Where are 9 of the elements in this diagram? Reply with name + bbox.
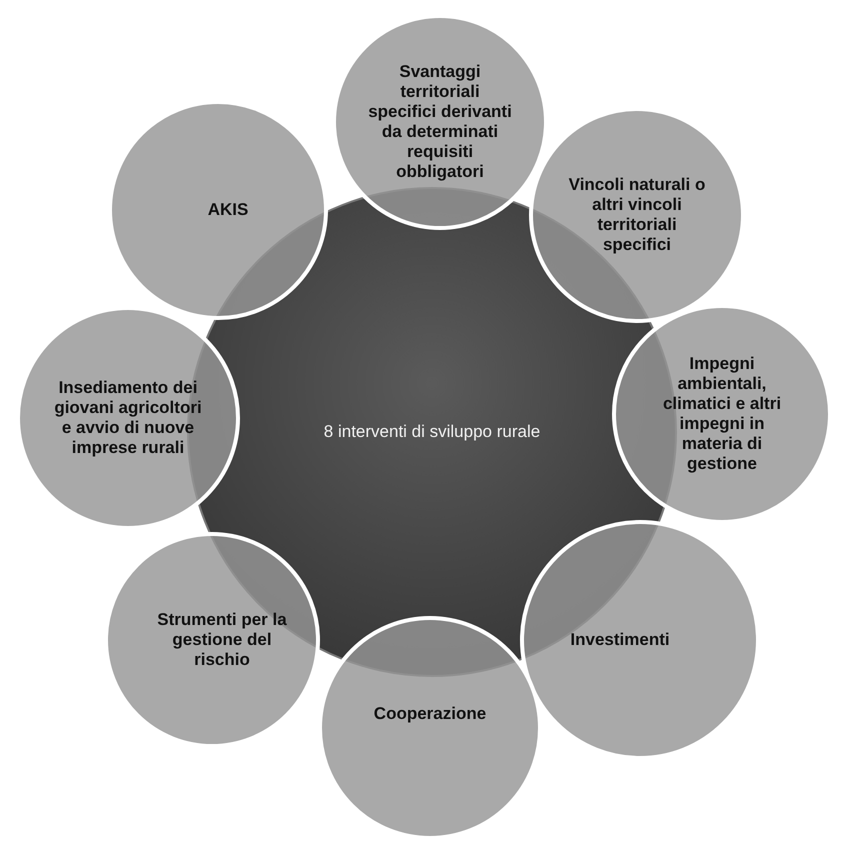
circle-label: Investimenti <box>570 630 670 650</box>
circle-label: Vincoli naturali o altri vincoli territoriali specifici <box>568 175 706 255</box>
circle-label: 8 interventi di sviluppo rurale <box>324 422 540 442</box>
circle-label: AKIS <box>208 200 248 220</box>
circle-label: Insediamento dei giovani agricoltori e avvio di nuove imprese rurali <box>53 378 203 458</box>
circle-label: Strumenti per la gestione del rischio <box>156 610 288 670</box>
circle-label: Cooperazione <box>374 704 486 724</box>
circle-label: Svantaggi territoriali specifici derivanti da determinati requisiti obbligatori <box>367 62 513 182</box>
circle-label: Impegni ambientali, climatici e altri impegni in materia di gestione <box>662 354 782 474</box>
